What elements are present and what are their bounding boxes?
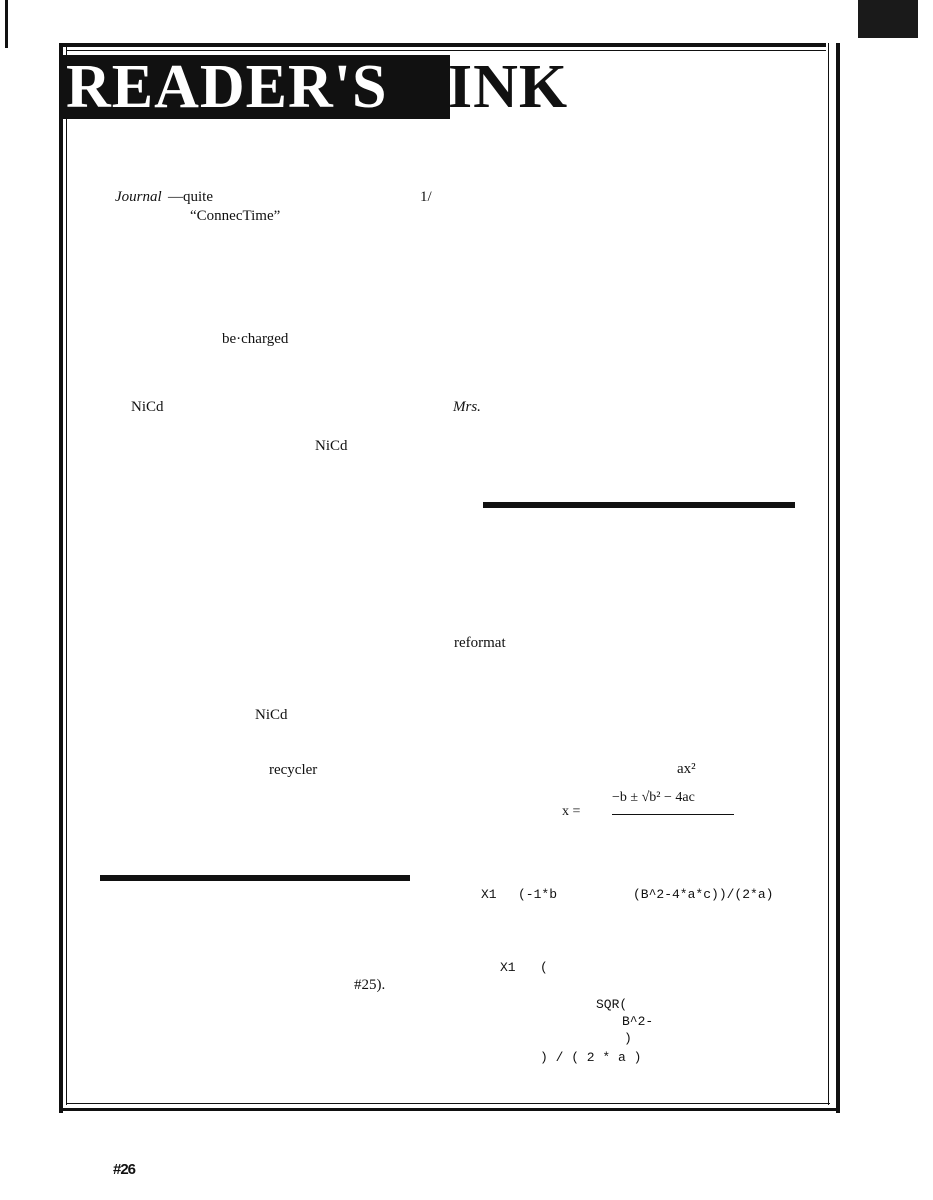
formula-lhs: x = — [562, 804, 581, 819]
code-block-x1: X1 — [500, 960, 516, 975]
text-ax-squared: ax² — [677, 761, 696, 777]
text-nicd: NiCd — [255, 707, 288, 723]
text-recycler: recycler — [269, 762, 318, 778]
code-block-divide: ) / ( 2 * a ) — [540, 1050, 642, 1065]
frame-top-thin-rule — [66, 50, 826, 51]
text-slash: 1/ — [420, 189, 432, 205]
masthead-block — [63, 55, 450, 119]
fraction-bar — [612, 814, 734, 815]
masthead-title-readers: READER'S — [66, 53, 388, 121]
code-neg-b: (-1*b — [518, 887, 558, 902]
frame-right-rule — [836, 43, 840, 1113]
margin-mark — [5, 0, 8, 48]
text-journal: Journal — [115, 189, 162, 205]
text-issue-ref: #25). — [354, 977, 386, 993]
text-nicd: NiCd — [131, 399, 164, 415]
text-nicd: NiCd — [315, 438, 348, 454]
section-divider-left — [100, 875, 410, 881]
page-number: #26 — [113, 1161, 136, 1178]
frame-top-rule — [59, 43, 826, 47]
code-block-b-squared: B^2- — [622, 1014, 654, 1029]
frame-bottom-rule — [59, 1108, 840, 1111]
text-reformat: reformat — [454, 635, 506, 651]
frame-left-thin-rule — [66, 43, 67, 1105]
frame-bottom-thin-rule — [66, 1103, 830, 1104]
code-x1: X1 — [481, 887, 497, 902]
frame-right-thin-rule — [828, 43, 829, 1105]
text-connectime: “ConnecTime” — [190, 208, 281, 224]
text-mrs: Mrs. — [453, 399, 481, 415]
frame-left-rule — [59, 43, 63, 1113]
code-block-sqr: SQR( — [596, 997, 628, 1012]
formula-numerator: −b ± √b² − 4ac — [612, 790, 695, 805]
text-quite: —quite — [168, 189, 213, 205]
masthead-title-ink: INK — [448, 53, 569, 121]
code-block-paren: ( — [540, 960, 548, 975]
text-becharged: be·charged — [222, 331, 289, 347]
code-block-close: ) — [624, 1031, 632, 1046]
corner-block — [858, 0, 918, 38]
code-discriminant: (B^2-4*a*c))/(2*a) — [633, 887, 774, 902]
section-divider-right — [483, 502, 795, 508]
